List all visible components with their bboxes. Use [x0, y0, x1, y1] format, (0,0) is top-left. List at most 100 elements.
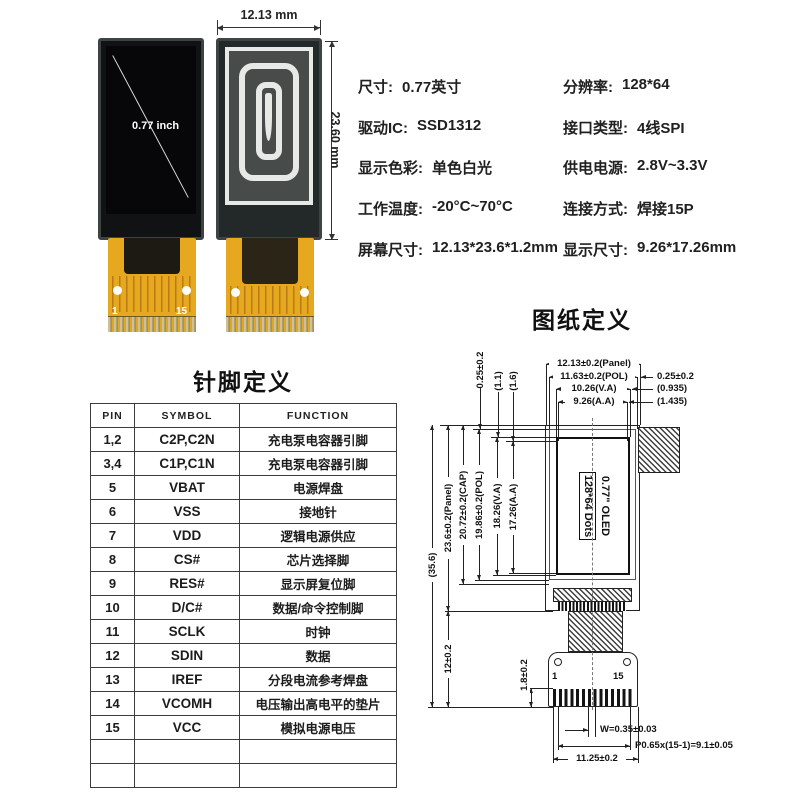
hatched-block — [638, 427, 680, 473]
spec-list: 尺寸:0.77英寸 分辨率:128*64 驱动IC:SSD1312 接口类型:4… — [358, 76, 736, 279]
ext-line — [506, 441, 558, 442]
header-pin: PIN — [90, 403, 135, 428]
photo-height-dim-label: 23.60 mm — [328, 111, 342, 169]
fpc-hole-right — [182, 286, 191, 295]
oled-back-photo — [216, 38, 322, 240]
ext-line — [428, 707, 553, 708]
fpc-traces — [230, 286, 310, 314]
va-outline — [556, 437, 630, 575]
spec-color: 显示色彩:单色白光 — [358, 160, 493, 178]
spec-display-size: 显示尺寸:9.26*17.26mm — [563, 238, 737, 259]
leader-line — [565, 728, 588, 732]
ext-line — [440, 425, 545, 426]
dim-label-total-height: (35.6) — [427, 548, 438, 582]
fpc-neck-hatch — [568, 611, 623, 652]
ext-line — [553, 707, 554, 763]
dim-label-aa-height: 17.26(A.A) — [508, 479, 519, 535]
fpc-back — [226, 238, 314, 332]
dim-line — [529, 688, 533, 707]
photo-height-dim-line — [329, 41, 335, 240]
dim-line — [558, 744, 630, 748]
fpc-front: 1 15 — [108, 238, 196, 332]
offset-label-va: (0.935) — [656, 383, 689, 394]
dim-label-fpc-width: 11.25±0.2 — [568, 754, 626, 764]
ext-line — [556, 389, 557, 437]
fpc-hole-left — [231, 288, 240, 297]
spec-power: 供电电源:2.8V~3.3V — [563, 157, 708, 178]
fpc-pin1-label: 1 — [112, 306, 118, 317]
leader-line — [641, 375, 653, 379]
fpc-neck — [242, 238, 298, 284]
ext-line — [509, 573, 556, 574]
spec-size: 尺寸:0.77英寸 — [358, 79, 462, 96]
ext-line — [638, 707, 639, 763]
fpc-traces — [112, 276, 192, 312]
spec-temperature: 工作温度:-20°C~70°C — [358, 198, 513, 219]
fpc-comb-teeth — [108, 316, 196, 332]
oled-front-screen: 0.77 inch — [106, 46, 196, 214]
ext-line — [637, 377, 638, 429]
back-trace-outer — [239, 63, 299, 181]
pin-table-title: 针脚定义 — [193, 369, 293, 395]
ext-line — [459, 584, 549, 585]
dim-label-cap-height: 20.72±0.2(CAP) — [458, 465, 469, 545]
offset-label-pol: 0.25±0.2 — [656, 371, 695, 382]
fpc-hole-left — [554, 658, 562, 666]
leader-line — [496, 392, 500, 437]
dim-label-panel-width: 12.13±0.2(Panel) — [549, 359, 639, 369]
fpc-hole-left — [113, 286, 122, 295]
leader-line — [478, 388, 482, 429]
spec-resolution: 分辨率:128*64 — [563, 76, 670, 96]
dim-label-pin-height: 1.8±0.2 — [519, 654, 530, 696]
dim-label-pol-width: 11.63±0.2(POL) — [553, 372, 635, 382]
ext-line — [630, 389, 631, 437]
offset-label-top-aa: (1.6) — [508, 367, 519, 395]
fpc-neck — [124, 238, 180, 274]
fpc-hole-right — [623, 658, 631, 666]
pin-comb — [553, 689, 633, 706]
back-trace-center — [265, 93, 272, 141]
oled-front-photo: 0.77 inch — [98, 38, 204, 240]
ext-line — [546, 364, 547, 425]
ext-line — [558, 402, 559, 441]
ext-line — [630, 707, 631, 750]
ext-line — [473, 429, 549, 430]
ext-line — [445, 611, 553, 612]
fpc-pin15-label: 15 — [176, 306, 188, 317]
ext-line — [491, 437, 556, 438]
ext-line — [549, 377, 550, 429]
screen-size-label: 0.77 inch — [132, 120, 180, 132]
offset-label-top-pol: 0.25±0.2 — [475, 347, 486, 393]
fpc-comb-teeth — [226, 316, 314, 332]
spec-screen-size: 屏幕尺寸:12.13*23.6*1.2mm — [358, 238, 558, 259]
ext-line — [475, 580, 549, 581]
mechanical-drawing: 0.77" OLED 128*64 Dots 1 15 12.13±0.2(Pa… — [425, 340, 797, 795]
drawing-title: 图纸定义 — [532, 307, 632, 333]
leader-line — [511, 392, 515, 441]
drawing-pin1-label: 1 — [552, 671, 558, 682]
photo-width-dim-label: 12.13 mm — [240, 8, 298, 22]
center-line — [592, 418, 593, 710]
drawing-pin15-label: 15 — [613, 671, 624, 682]
spec-interface: 接口类型:4线SPI — [563, 119, 685, 137]
ext-line — [493, 575, 556, 576]
fpc-hole-right — [300, 288, 309, 297]
back-trace-inner — [256, 82, 282, 160]
leader-line — [632, 387, 653, 391]
dim-label-va-height: 18.26(V.A) — [492, 478, 503, 534]
table-row — [90, 739, 397, 764]
